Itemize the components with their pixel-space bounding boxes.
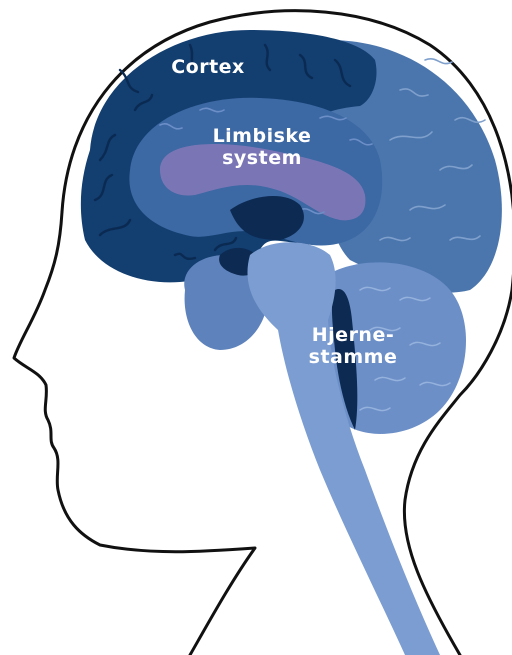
limbic-label-line2: system — [207, 147, 317, 169]
brainstem-label-line2: stamme — [303, 346, 403, 368]
limbic-label-line1: Limbiske — [207, 125, 317, 147]
brainstem-label: Hjerne- stamme — [303, 324, 403, 368]
limbic-system-label: Limbiske system — [207, 125, 317, 169]
brainstem-label-line1: Hjerne- — [303, 324, 403, 346]
cortex-label: Cortex — [163, 56, 253, 78]
cortex-label-text: Cortex — [163, 56, 253, 78]
